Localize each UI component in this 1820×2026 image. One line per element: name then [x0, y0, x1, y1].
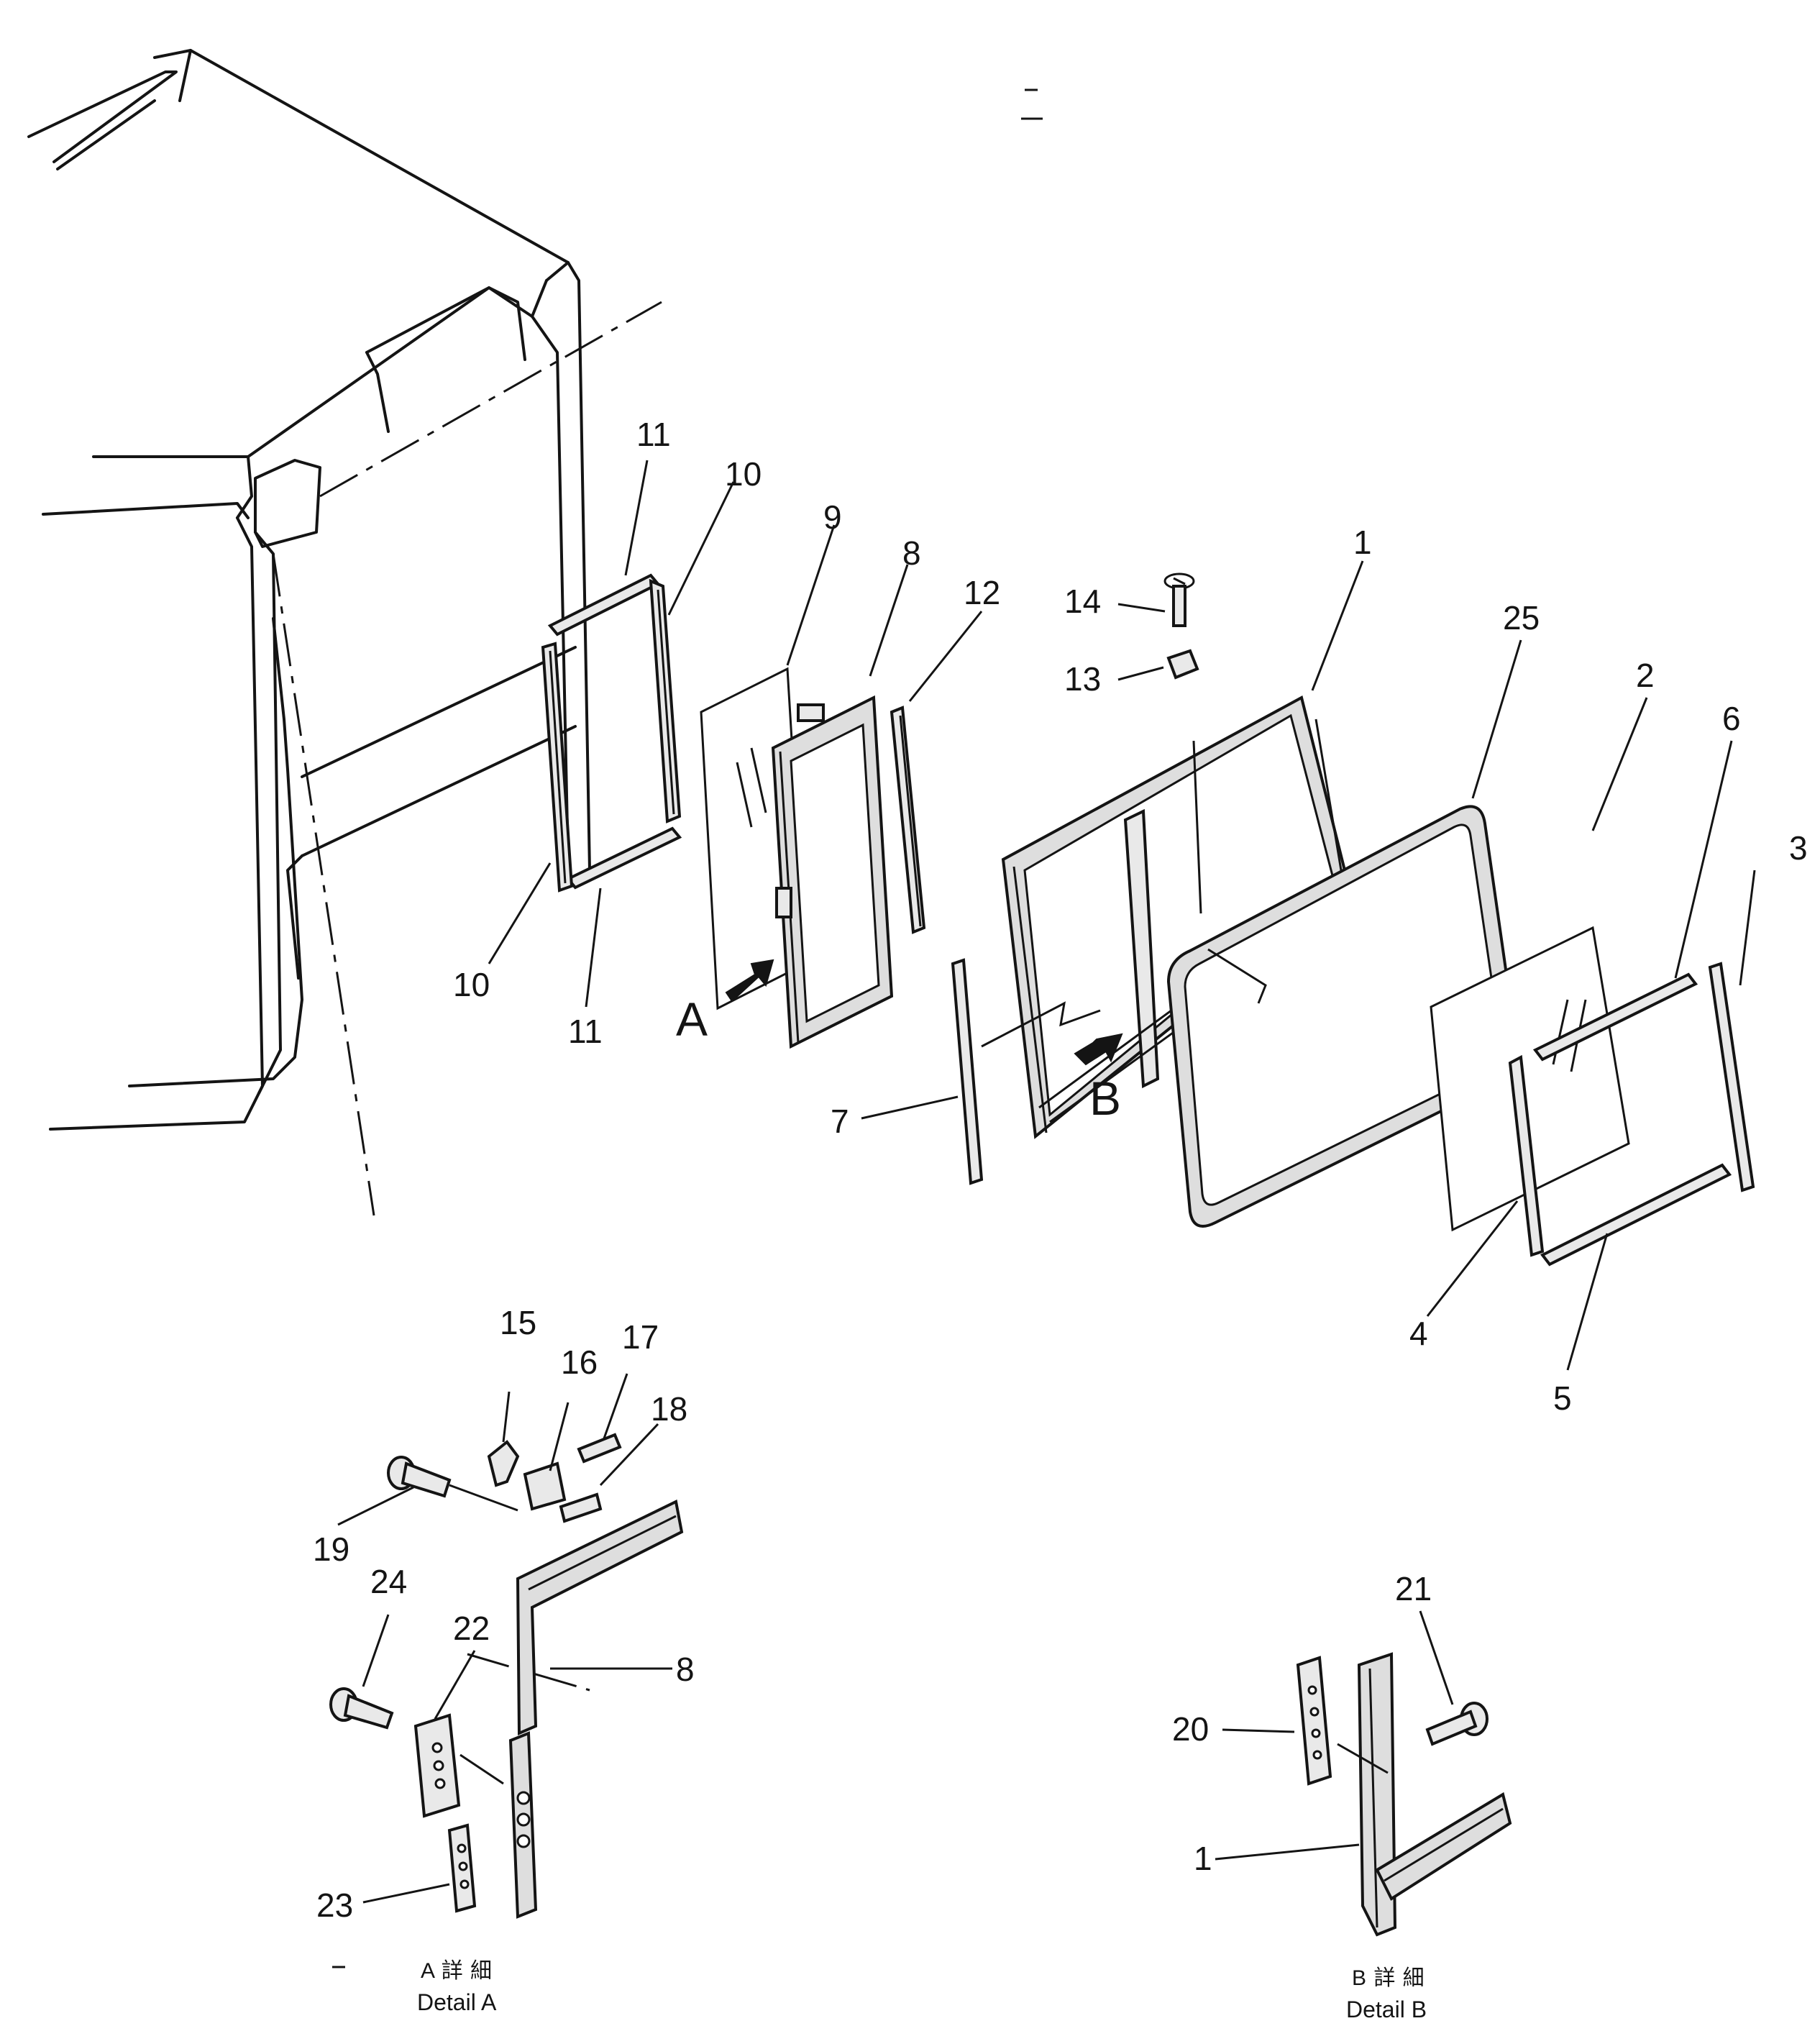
- upper-seal-strip-6: [1532, 972, 1698, 1062]
- lower-seal-strip-11: [565, 826, 682, 890]
- screw-14: [1163, 572, 1195, 627]
- label-2: 2: [1636, 657, 1655, 694]
- label-11-upper: 11: [636, 416, 671, 453]
- label-19: 19: [313, 1530, 349, 1568]
- bolt-21: [1425, 1702, 1489, 1746]
- bolt-24: [329, 1687, 394, 1730]
- pin-17: [577, 1433, 622, 1464]
- label-15: 15: [500, 1304, 536, 1341]
- left-seal-strip-10: [541, 642, 574, 893]
- upper-seal-strip-11: [547, 573, 661, 636]
- scan-marks: [1021, 88, 1043, 120]
- right-seal-strip-3: [1708, 962, 1755, 1192]
- caption-detail-a-en: Detail A: [417, 1989, 497, 2015]
- cab-body-outline: [27, 49, 662, 1692]
- seal-strip-12: [890, 706, 926, 934]
- label-18: 18: [651, 1390, 687, 1428]
- label-21: 21: [1395, 1570, 1432, 1607]
- part-number-labels: 11 10 9 8 12 14 13 1 25 2 6 3 10 11 7 4 …: [313, 416, 1808, 1924]
- view-label-b: B: [1089, 1072, 1121, 1125]
- label-9: 9: [823, 498, 842, 536]
- label-25: 25: [1503, 599, 1540, 636]
- label-23: 23: [316, 1886, 353, 1924]
- view-arrow-a: [725, 959, 774, 1003]
- handle-15: [487, 1440, 520, 1487]
- caption-detail-a-jp: A 詳 細: [421, 1959, 493, 1983]
- caption-detail-b-en: Detail B: [1346, 1997, 1427, 2022]
- label-4: 4: [1409, 1315, 1428, 1352]
- label-5: 5: [1553, 1379, 1572, 1417]
- view-b-pointer: [981, 1001, 1101, 1048]
- left-seal-strip-4: [1508, 1054, 1545, 1257]
- window-glass-2: [1430, 926, 1630, 1232]
- leader-lines: [337, 460, 1756, 1904]
- plate-18: [559, 1492, 603, 1523]
- label-6: 6: [1722, 700, 1741, 737]
- label-16: 16: [561, 1343, 598, 1381]
- right-seal-strip-10: [649, 578, 682, 823]
- bracket-16: [523, 1461, 567, 1511]
- plate-23: [447, 1823, 477, 1913]
- caption-detail-b-jp: B 詳 細: [1352, 1966, 1425, 1990]
- label-10-lower: 10: [453, 966, 490, 1003]
- label-13: 13: [1064, 660, 1101, 698]
- label-1-detail: 1: [1194, 1840, 1212, 1877]
- label-3: 3: [1789, 829, 1808, 867]
- label-14: 14: [1064, 583, 1101, 620]
- lower-seal-strip-5: [1540, 1163, 1732, 1267]
- label-10-upper: 10: [725, 455, 762, 493]
- label-11-lower: 11: [568, 1013, 603, 1050]
- detail-b: [1296, 1652, 1512, 1937]
- detail-captions: A 詳 細 Detail A B 詳 細 Detail B: [332, 1959, 1427, 2022]
- label-8: 8: [902, 534, 921, 572]
- label-22: 22: [453, 1610, 490, 1647]
- nut-13: [1166, 649, 1199, 680]
- label-12: 12: [964, 574, 1000, 611]
- plate-20: [1296, 1656, 1332, 1786]
- hinge-22: [413, 1713, 461, 1818]
- sash-corner-8: [508, 1500, 684, 1919]
- view-arrow-b: [1074, 1033, 1123, 1066]
- sash-frame-8: [771, 695, 894, 1049]
- rubber-seal-25: [1166, 805, 1519, 1228]
- label-20: 20: [1172, 1710, 1209, 1748]
- frame-corner-1: [1357, 1652, 1512, 1937]
- label-1: 1: [1353, 524, 1372, 561]
- detail-a: [329, 1433, 684, 1919]
- label-7: 7: [831, 1103, 849, 1140]
- label-24: 24: [370, 1563, 407, 1600]
- view-label-a: A: [676, 993, 708, 1046]
- seal-strip-7: [951, 958, 984, 1185]
- main-frame-1: [1001, 695, 1350, 1139]
- bolt-19: [387, 1456, 452, 1498]
- screw-axis-line: [1192, 740, 1202, 914]
- label-17: 17: [622, 1318, 659, 1356]
- label-8-detail: 8: [676, 1651, 695, 1688]
